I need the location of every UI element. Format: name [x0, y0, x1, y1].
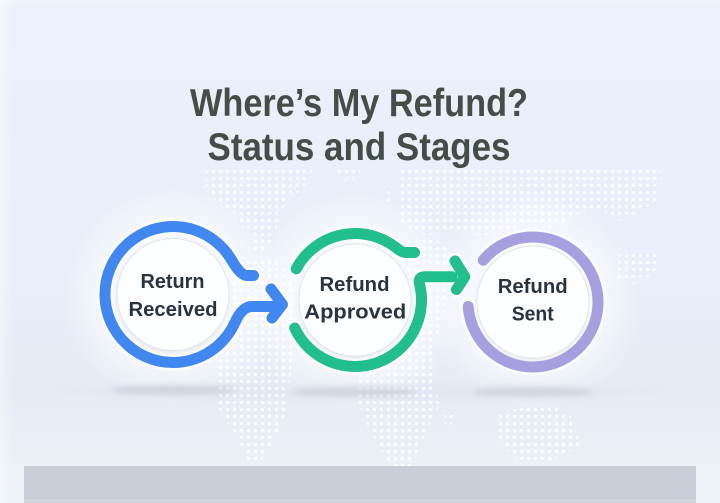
- svg-text:Approved: Approved: [304, 301, 406, 324]
- svg-text:Sent: Sent: [512, 303, 554, 326]
- svg-text:Refund: Refund: [498, 275, 568, 298]
- svg-text:Where’s My Refund?: Where’s My Refund?: [190, 82, 528, 125]
- svg-text:Status and Stages: Status and Stages: [208, 126, 511, 169]
- svg-text:Return: Return: [141, 270, 205, 293]
- svg-text:Received: Received: [129, 298, 218, 321]
- svg-text:Refund: Refund: [320, 273, 390, 296]
